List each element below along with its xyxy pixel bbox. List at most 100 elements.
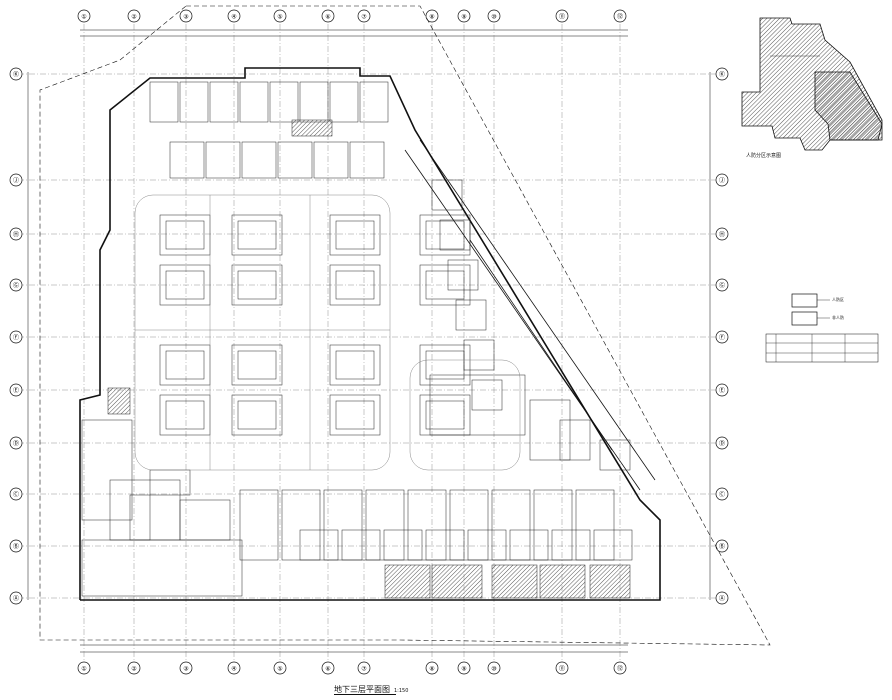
svg-text:Ⓒ: Ⓒ <box>719 491 725 499</box>
parking-bay-inner <box>335 270 375 300</box>
svg-text:⑧: ⑧ <box>429 14 434 21</box>
parking-bay-inner <box>335 400 375 430</box>
service-room <box>329 81 359 123</box>
parking-bay-inner <box>335 350 375 380</box>
svg-text:Ⓚ: Ⓚ <box>719 71 725 79</box>
svg-text:⑫: ⑫ <box>617 13 623 21</box>
ramp-room <box>431 179 463 211</box>
bottom-room <box>281 489 321 561</box>
grid-column-top-1: ① <box>77 9 91 23</box>
svg-text:Ⓗ: Ⓗ <box>719 231 725 239</box>
grid-column-bottom-3: ③ <box>179 661 193 675</box>
bottom-room <box>239 489 279 561</box>
grid-column-bottom-9: ⑨ <box>457 661 471 675</box>
site-outline <box>39 5 771 646</box>
grid-row-right-5: Ⓕ <box>715 330 729 344</box>
parking-bay <box>429 374 526 436</box>
grid-row-right-3: Ⓗ <box>715 227 729 241</box>
grid-column-top-8: ⑧ <box>425 9 439 23</box>
svg-text:⑪: ⑪ <box>559 13 565 21</box>
parking-bay <box>329 214 381 256</box>
svg-text:⑤: ⑤ <box>277 666 282 673</box>
svg-text:⑦: ⑦ <box>361 666 367 673</box>
keymap-diagram <box>741 17 883 151</box>
grid-row-left-9: Ⓑ <box>9 539 23 553</box>
svg-text:Ⓗ: Ⓗ <box>13 231 19 239</box>
keymap-label: 人防分区示意图 <box>746 153 782 159</box>
grid-row-right-9: Ⓑ <box>715 539 729 553</box>
grid-row-left-8: Ⓒ <box>9 487 23 501</box>
ramp-room <box>463 339 495 371</box>
svg-text:④: ④ <box>231 14 236 21</box>
svg-text:Ⓙ: Ⓙ <box>719 177 725 185</box>
grid-row-right-6: Ⓔ <box>715 383 729 397</box>
grid-row-left-3: Ⓗ <box>9 227 23 241</box>
bottom-room-small <box>551 529 591 561</box>
svg-text:⑥: ⑥ <box>325 666 330 673</box>
grid-column-bottom-1: ① <box>77 661 91 675</box>
bottom-room-small <box>467 529 507 561</box>
bottom-left-room <box>81 539 243 597</box>
service-room <box>299 81 329 123</box>
grid-row-right-8: Ⓒ <box>715 487 729 501</box>
svg-text:④: ④ <box>231 666 236 673</box>
grid-column-top-10: ⑩ <box>487 9 501 23</box>
svg-text:⑫: ⑫ <box>617 665 623 673</box>
parking-bay <box>419 344 471 386</box>
service-room <box>241 141 277 179</box>
parking-bay <box>529 399 571 461</box>
grid-column-bottom-12: ⑫ <box>613 661 627 675</box>
ramp-room <box>455 299 487 331</box>
service-room <box>205 141 241 179</box>
service-room <box>359 81 389 123</box>
bottom-room <box>323 489 363 561</box>
drawing-title: 地下三层平面图 1:150 <box>334 684 408 695</box>
parking-bay <box>231 214 283 256</box>
ramp-room <box>447 259 479 291</box>
svg-text:Ⓐ: Ⓐ <box>13 595 19 603</box>
ramp-walls <box>404 139 656 491</box>
grid-column-bottom-4: ④ <box>227 661 241 675</box>
bottom-room-small <box>341 529 381 561</box>
service-room <box>239 81 269 123</box>
grid-column-top-9: ⑨ <box>457 9 471 23</box>
parking-bay-inner <box>237 220 277 250</box>
bottom-room <box>575 489 615 561</box>
grid-column-top-12: ⑫ <box>613 9 627 23</box>
svg-text:Ⓑ: Ⓑ <box>13 543 19 551</box>
parking-bay <box>231 264 283 306</box>
parking-bay <box>419 264 471 306</box>
legend-item-2: 非人防 <box>832 315 844 320</box>
svg-text:Ⓔ: Ⓔ <box>13 387 19 395</box>
drawing-scale: 1:150 <box>394 688 409 694</box>
parking-bay-inner <box>165 350 205 380</box>
grid-column-bottom-7: ⑦ <box>357 661 371 675</box>
svg-text:②: ② <box>131 14 137 21</box>
grid-column-bottom-8: ⑧ <box>425 661 439 675</box>
grid-row-right-1: Ⓚ <box>715 67 729 81</box>
parking-bay <box>329 264 381 306</box>
svg-text:Ⓚ: Ⓚ <box>13 71 19 79</box>
parking-bay <box>231 344 283 386</box>
grid-column-bottom-6: ⑥ <box>321 661 335 675</box>
grid-row-left-2: Ⓙ <box>9 173 23 187</box>
drawing-title-text: 地下三层平面图 <box>334 685 390 694</box>
service-room <box>169 141 205 179</box>
grid-row-right-10: Ⓐ <box>715 591 729 605</box>
svg-text:⑧: ⑧ <box>429 666 434 673</box>
bottom-room-small <box>593 529 633 561</box>
parking-bay-inner <box>237 400 277 430</box>
svg-text:①: ① <box>81 666 86 673</box>
ramp-room <box>471 379 503 411</box>
svg-text:Ⓓ: Ⓓ <box>719 440 725 448</box>
grid-column-top-5: ⑤ <box>273 9 287 23</box>
parking-bay-inner <box>237 350 277 380</box>
bottom-room-small <box>299 529 339 561</box>
parking-bay-inner <box>165 270 205 300</box>
bottom-room-small <box>383 529 423 561</box>
bottom-room <box>533 489 573 561</box>
parking-aisles <box>134 194 521 471</box>
grid-row-left-10: Ⓐ <box>9 591 23 605</box>
grid-row-left-7: Ⓓ <box>9 436 23 450</box>
bottom-room-small <box>509 529 549 561</box>
